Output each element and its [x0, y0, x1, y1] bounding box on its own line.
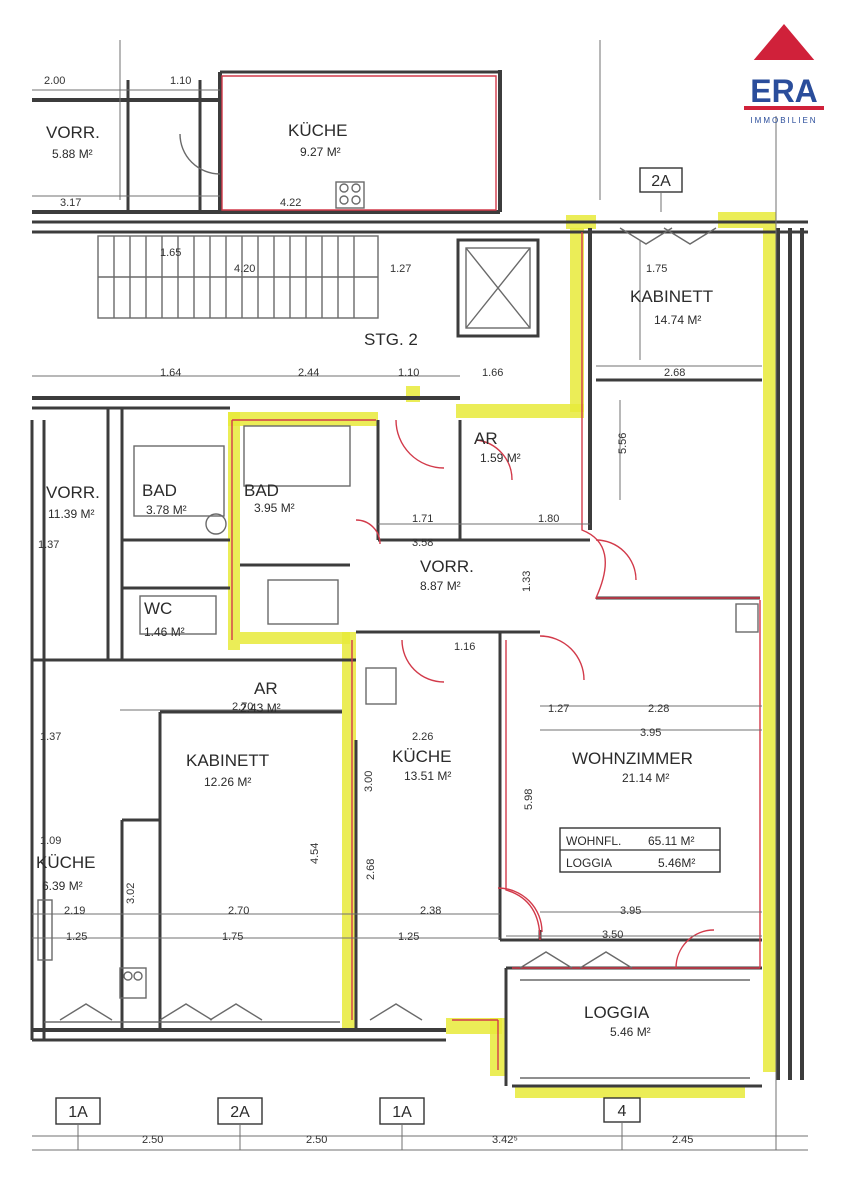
- summary-loggia-label: LOGGIA: [566, 856, 612, 870]
- dim-label: 1.66: [482, 367, 503, 379]
- room-vorr-left: VORR.: [46, 483, 100, 502]
- area-bad-mid: 3.95 M²: [254, 501, 295, 515]
- room-bad-left: BAD: [142, 481, 177, 500]
- dim-label: 1.09: [40, 835, 61, 847]
- area-summary: WOHNFL. 65.11 M² LOGGIA 5.46M²: [559, 827, 721, 873]
- area-wc: 1.46 M²: [144, 625, 185, 639]
- fixtures: [37, 181, 759, 999]
- area-vorr-left: 11.39 M²: [48, 507, 94, 521]
- dim-label: 5.56: [617, 433, 629, 454]
- dim-label: 2.19: [64, 905, 85, 917]
- red-outlines: [221, 75, 761, 1070]
- dim-label: 1.75: [222, 931, 243, 943]
- room-labels: VORR. 5.88 M² KÜCHE 9.27 M² STG. 2 KABIN…: [36, 121, 713, 1039]
- dim-label: 1.10: [398, 367, 419, 379]
- room-vorr-mid: VORR.: [420, 557, 474, 576]
- area-wohnzimmer: 21.14 M²: [622, 771, 669, 785]
- area-kueche-top: 9.27 M²: [300, 145, 341, 159]
- dim-label: 1.16: [454, 641, 475, 653]
- era-logo: ERA IMMOBILIEN: [742, 24, 826, 125]
- dim-label: 1.64: [160, 367, 181, 379]
- walls: [30, 70, 808, 1088]
- dim-label: 1.37: [38, 539, 59, 551]
- room-bad-mid: BAD: [244, 481, 279, 500]
- dim-label: 1.27: [390, 263, 411, 275]
- room-ar-low: AR: [254, 679, 278, 698]
- axis-bottom-1a-left: 1A: [68, 1104, 88, 1121]
- axis-markers: 2A 1A 2A 1A 4: [55, 167, 683, 1150]
- dim-label: 4.54: [309, 843, 321, 864]
- highlighted-walls: [228, 212, 777, 1098]
- room-wc: WC: [144, 599, 172, 618]
- dim-label: 1.75: [646, 263, 667, 275]
- dim-label: 5.98: [523, 789, 535, 810]
- area-kabinett-low: 12.26 M²: [204, 775, 251, 789]
- dim-label: 3.02: [125, 883, 137, 904]
- axis-bottom-4: 4: [618, 1103, 627, 1120]
- dimension-labels: 2.00 1.10 4.22 3.17 1.65 4.20 1.27 1.75 …: [38, 75, 693, 1146]
- dim-label: 2.28: [648, 703, 669, 715]
- dim-label: 2.38: [420, 905, 441, 917]
- area-vorr-top-left: 5.88 M²: [52, 147, 93, 161]
- room-vorr-top-left: VORR.: [46, 123, 100, 142]
- room-kabinett-right: KABINETT: [630, 287, 713, 306]
- summary-wohnfl-value: 65.11 M²: [648, 834, 694, 848]
- room-kueche-mid: KÜCHE: [392, 747, 452, 766]
- dim-label: 2.44: [298, 367, 319, 379]
- logo-subtitle: IMMOBILIEN: [750, 116, 817, 125]
- dim-label: 2.45: [672, 1134, 693, 1146]
- dim-label: 3.00: [363, 771, 375, 792]
- dim-label: 3.58: [412, 537, 433, 549]
- dim-label: 2.50: [142, 1134, 163, 1146]
- dim-label: 3.95: [640, 727, 661, 739]
- axis-bottom-1a-right: 1A: [392, 1104, 412, 1121]
- dim-label: 3.50: [602, 929, 623, 941]
- room-loggia: LOGGIA: [584, 1003, 650, 1022]
- room-stairwell: STG. 2: [364, 330, 418, 349]
- dim-label: 1.27: [548, 703, 569, 715]
- area-kabinett-right: 14.74 M²: [654, 313, 701, 327]
- dim-label: 1.25: [398, 931, 419, 943]
- axis-top-2a: 2A: [651, 173, 671, 190]
- dim-label: 2.50: [306, 1134, 327, 1146]
- room-ar-mid: AR: [474, 429, 498, 448]
- area-kueche-mid: 13.51 M²: [404, 769, 451, 783]
- dimension-lines: [32, 40, 808, 1151]
- room-kueche-left: KÜCHE: [36, 853, 96, 872]
- room-kueche-top: KÜCHE: [288, 121, 348, 140]
- summary-wohnfl-label: WOHNFL.: [566, 834, 621, 848]
- dim-label: 1.10: [170, 75, 191, 87]
- dim-label: 1.80: [538, 513, 559, 525]
- dim-label: 2.68: [365, 859, 377, 880]
- room-wohnzimmer: WOHNZIMMER: [572, 749, 693, 768]
- dim-label: 1.33: [521, 571, 533, 592]
- dim-label: 2.70: [232, 701, 253, 713]
- dim-label: 4.22: [280, 197, 301, 209]
- dim-label: 2.00: [44, 75, 65, 87]
- dim-label: 3.42⁵: [492, 1134, 518, 1146]
- dim-label: 1.37: [40, 731, 61, 743]
- area-loggia: 5.46 M²: [610, 1025, 651, 1039]
- dim-label: 2.70: [228, 905, 249, 917]
- axis-bottom-2a: 2A: [230, 1104, 250, 1121]
- dim-label: 4.20: [234, 263, 255, 275]
- area-ar-low: 2.43 M²: [240, 701, 281, 715]
- dim-label: 2.26: [412, 731, 433, 743]
- swing-doors: [59, 133, 717, 1021]
- dim-label: 1.65: [160, 247, 181, 259]
- area-kueche-left: 6.39 M²: [42, 879, 83, 893]
- logo-wordmark: ERA: [750, 73, 818, 109]
- dim-label: 3.95: [620, 905, 641, 917]
- dim-label: 3.17: [60, 197, 81, 209]
- doors: [355, 419, 715, 969]
- summary-loggia-value: 5.46M²: [658, 856, 695, 870]
- area-bad-left: 3.78 M²: [146, 503, 187, 517]
- room-kabinett-low: KABINETT: [186, 751, 269, 770]
- dim-label: 2.68: [664, 367, 685, 379]
- area-vorr-mid: 8.87 M²: [420, 579, 461, 593]
- area-ar-mid: 1.59 M²: [480, 451, 521, 465]
- dim-label: 1.25: [66, 931, 87, 943]
- dim-label: 1.71: [412, 513, 433, 525]
